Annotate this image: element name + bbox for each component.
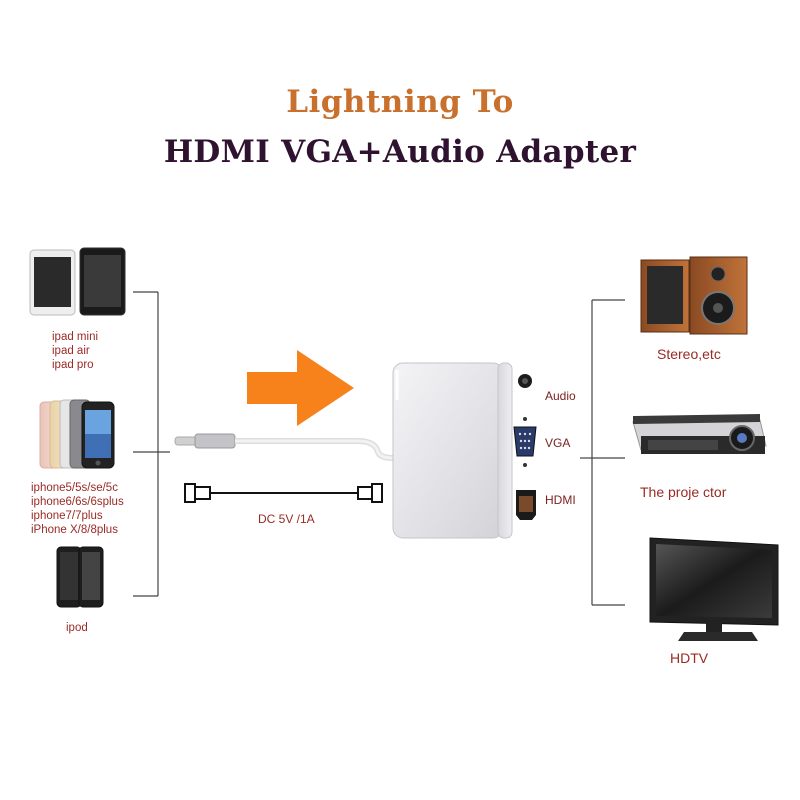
adapter-device bbox=[392, 362, 513, 539]
audio-port-label: Audio bbox=[545, 389, 576, 403]
iphone-icon bbox=[39, 399, 115, 469]
lightning-cable bbox=[174, 433, 394, 461]
power-label: DC 5V /1A bbox=[258, 512, 315, 526]
stereo-label: Stereo,etc bbox=[657, 346, 721, 362]
power-cable-icon bbox=[184, 483, 383, 503]
iphone-model-2: iphone6/6s/6splus bbox=[31, 496, 124, 508]
right-bracket bbox=[580, 299, 625, 606]
iphone-model-1: iphone5/5s/se/5c bbox=[31, 482, 118, 494]
iphone-model-4: iPhone X/8/8plus bbox=[31, 524, 118, 536]
vga-port-label: VGA bbox=[545, 436, 571, 450]
hdmi-port-icon bbox=[516, 490, 536, 520]
ipad-model-3: ipad pro bbox=[52, 359, 94, 371]
projector-icon bbox=[632, 414, 767, 454]
direction-arrow-icon bbox=[247, 350, 354, 426]
speaker-icon bbox=[640, 256, 748, 335]
hdtv-label: HDTV bbox=[670, 650, 709, 666]
ipod-icon bbox=[56, 546, 104, 608]
ipad-model-2: ipad air bbox=[52, 345, 90, 357]
ipod-label: ipod bbox=[66, 622, 88, 634]
vga-port-icon bbox=[513, 417, 537, 467]
iphone-models-label: iphone5/5s/se/5c iphone6/6s/6splus iphon… bbox=[31, 481, 124, 537]
audio-port-icon bbox=[518, 374, 532, 388]
ipad-model-1: ipad mini bbox=[52, 331, 99, 343]
projector-label: The proje ctor bbox=[640, 484, 727, 500]
hdmi-port-label: HDMI bbox=[545, 493, 576, 507]
title-line-2: HDMI VGA+Audio Adapter bbox=[163, 134, 637, 170]
hdtv-icon bbox=[649, 537, 779, 641]
ipad-icon bbox=[29, 247, 126, 316]
iphone-model-3: iphone7/7plus bbox=[31, 510, 103, 522]
ipad-models-label: ipad mini ipad air ipad pro bbox=[52, 330, 98, 372]
title-line-1: Lightning To bbox=[286, 84, 514, 120]
left-bracket bbox=[133, 291, 170, 597]
